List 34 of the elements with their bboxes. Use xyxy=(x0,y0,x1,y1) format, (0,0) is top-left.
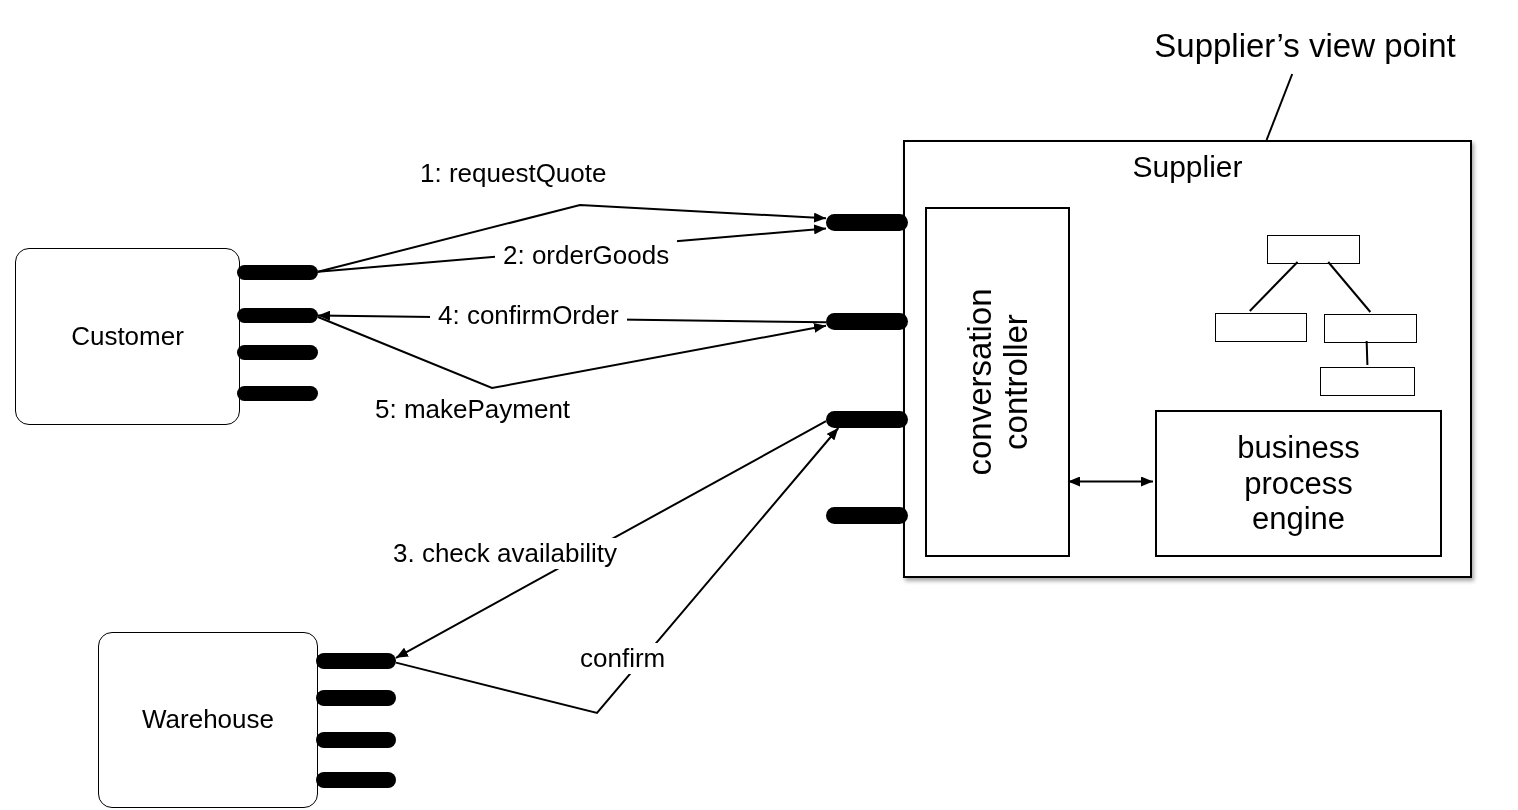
port-bar xyxy=(316,653,396,669)
node-label: Warehouse xyxy=(142,705,274,735)
port-bar xyxy=(826,507,908,524)
leader-line xyxy=(1265,73,1294,141)
connector-line xyxy=(1248,261,1299,312)
node-label: business process engine xyxy=(1236,430,1361,537)
port-bar xyxy=(316,690,396,706)
arrow xyxy=(1067,476,1154,487)
tree-box xyxy=(1320,367,1415,396)
node-label: Supplier’s view point xyxy=(1154,27,1456,65)
node-label: Customer xyxy=(71,321,184,352)
port-bar xyxy=(826,411,908,428)
arrow xyxy=(395,427,840,715)
component-box xyxy=(903,140,1472,578)
arrow xyxy=(317,316,827,390)
port-bar xyxy=(826,313,908,330)
port-bar xyxy=(826,214,908,231)
port-bar xyxy=(237,345,318,360)
connector-line xyxy=(1327,261,1372,313)
tree-box xyxy=(1267,235,1360,264)
port-bar xyxy=(316,732,396,748)
component-box xyxy=(98,632,318,808)
tree-box xyxy=(1215,313,1307,342)
module-box xyxy=(925,207,1070,557)
arrow xyxy=(317,204,827,273)
port-bar xyxy=(237,265,318,280)
port-bar xyxy=(237,386,318,401)
port-bar xyxy=(316,772,396,788)
connector-line xyxy=(1365,340,1369,366)
module-box xyxy=(1155,410,1442,557)
node-label: conversation controller xyxy=(961,287,1034,478)
tree-box xyxy=(1324,314,1417,343)
port-bar xyxy=(237,308,318,323)
node-label: Supplier xyxy=(1132,150,1243,185)
